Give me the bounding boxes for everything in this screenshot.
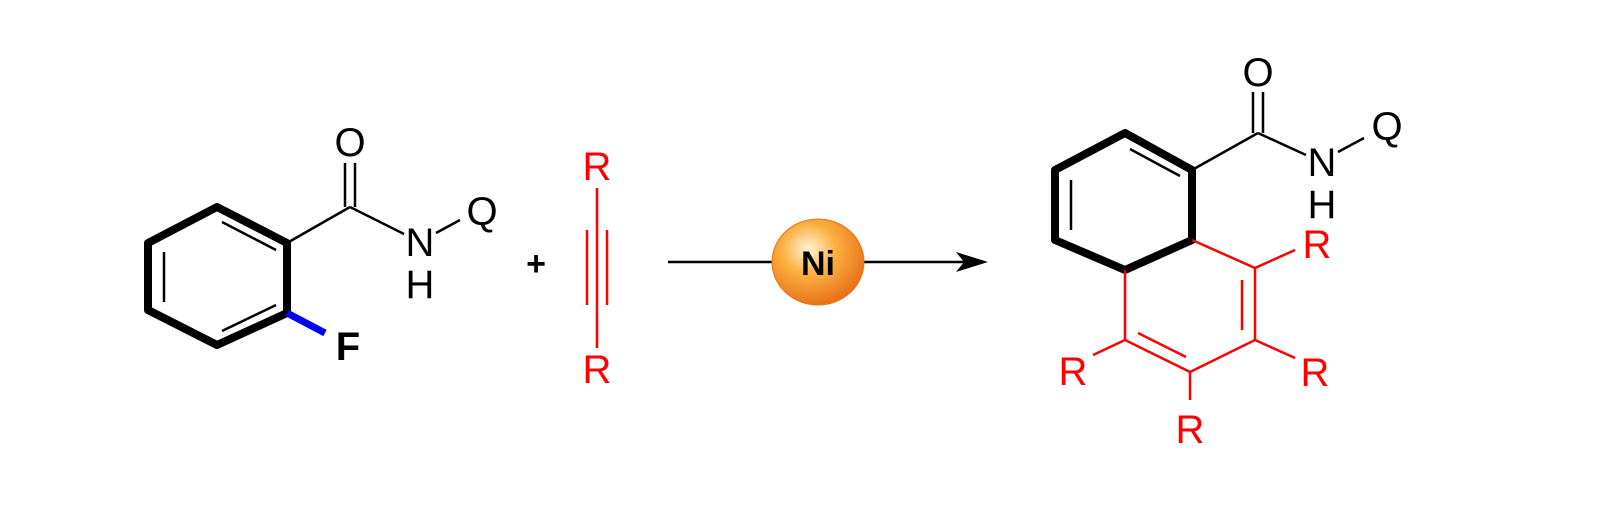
reactant-fluorobenzamide: O N H Q F xyxy=(144,121,498,369)
nickel-catalyst-badge xyxy=(771,218,865,306)
triple-bond xyxy=(585,188,609,348)
fluorine-label: F xyxy=(336,325,360,369)
hydrogen-label: H xyxy=(406,263,435,307)
oxygen-label: O xyxy=(334,121,365,165)
new-red-ring xyxy=(1092,238,1296,400)
arrowhead-icon xyxy=(956,252,988,272)
product-q-label: Q xyxy=(1371,105,1402,149)
reactant-alkyne: R R xyxy=(583,145,612,392)
reaction-arrow: Ni xyxy=(668,218,988,306)
product-ring-inner-bonds xyxy=(1069,147,1181,230)
product-r1-label: R xyxy=(1303,223,1332,267)
product-hydrogen-label: H xyxy=(1308,183,1337,227)
product-r2-label: R xyxy=(1301,351,1330,395)
bond-c-f xyxy=(285,309,327,337)
r-top-label: R xyxy=(583,145,612,189)
plus-sign: + xyxy=(526,245,546,283)
catalyst-label: Ni xyxy=(801,245,835,283)
benzene-ring xyxy=(144,203,291,349)
product-r3-label: R xyxy=(1176,408,1205,452)
r-bottom-label: R xyxy=(583,348,612,392)
product-oxygen-label: O xyxy=(1242,51,1273,95)
product-biaryl: O N H Q R R R R xyxy=(1051,51,1403,452)
product-benzene-ring xyxy=(1051,129,1196,274)
bond-c-n xyxy=(349,205,405,236)
ring-inner-double-bonds xyxy=(162,220,277,333)
q-label: Q xyxy=(466,190,497,234)
product-nitrogen-label: N xyxy=(1308,141,1337,185)
product-r4-label: R xyxy=(1059,350,1088,394)
bond-n-q xyxy=(435,218,461,235)
nitrogen-label: N xyxy=(406,221,435,265)
bond-ring-carbonyl xyxy=(286,205,351,245)
